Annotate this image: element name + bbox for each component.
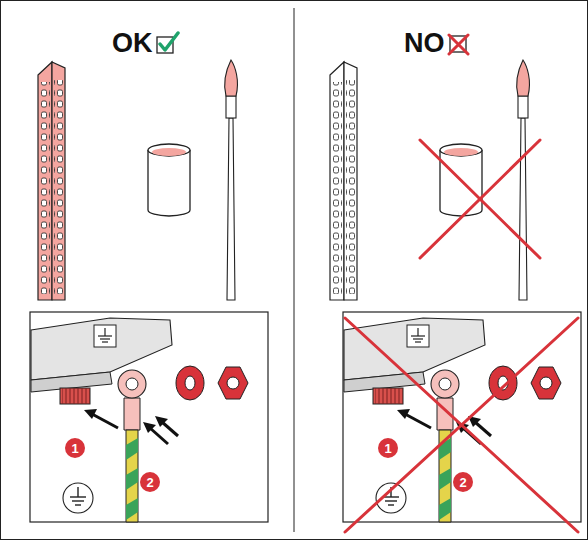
callout-number: 2 (459, 476, 466, 489)
no-heading: NO (404, 30, 473, 57)
check-box-icon (155, 31, 181, 57)
heading-text: OK (112, 30, 153, 57)
callout-badge: 2 (140, 472, 160, 492)
callout-number: 1 (384, 442, 391, 455)
ok-heading: OK (112, 30, 181, 57)
callout-badge: 1 (378, 438, 398, 458)
callout-badge: 1 (65, 438, 85, 458)
callout-number: 2 (146, 476, 153, 489)
heading-text: NO (404, 30, 445, 57)
callout-number: 1 (71, 442, 78, 455)
cross-box-icon (447, 31, 473, 57)
callout-badge: 2 (453, 472, 473, 492)
